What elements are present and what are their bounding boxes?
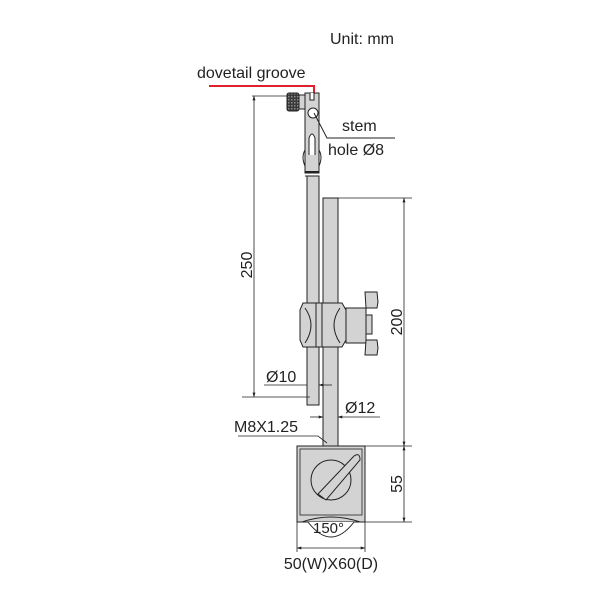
- stem-label: stem: [342, 118, 377, 135]
- column-diameter-label: Ø12: [345, 400, 375, 417]
- stem-callout-line: [313, 112, 395, 139]
- unit-label: Unit: mm: [330, 31, 394, 48]
- rod-diameter-label: Ø10: [266, 369, 296, 386]
- stem-hole-label: hole Ø8: [328, 142, 384, 159]
- thread-callout-line: [238, 435, 328, 444]
- dim-250: [242, 95, 310, 398]
- dim-200: [338, 197, 412, 447]
- thread-label: M8X1.25: [234, 419, 298, 436]
- angle-label: 150°: [313, 520, 344, 537]
- base-size-label: 50(W)X60(D): [284, 556, 378, 573]
- dim-55: [365, 445, 412, 523]
- rod: [306, 175, 320, 406]
- base-height-label: 55: [389, 475, 406, 493]
- swivel-clamp: [299, 291, 379, 356]
- column-height-label: 200: [389, 309, 406, 336]
- overall-height-label: 250: [239, 252, 256, 279]
- magnetic-base: [296, 445, 366, 538]
- dovetail-groove-label: dovetail groove: [197, 65, 306, 82]
- stem-holder: [286, 92, 322, 177]
